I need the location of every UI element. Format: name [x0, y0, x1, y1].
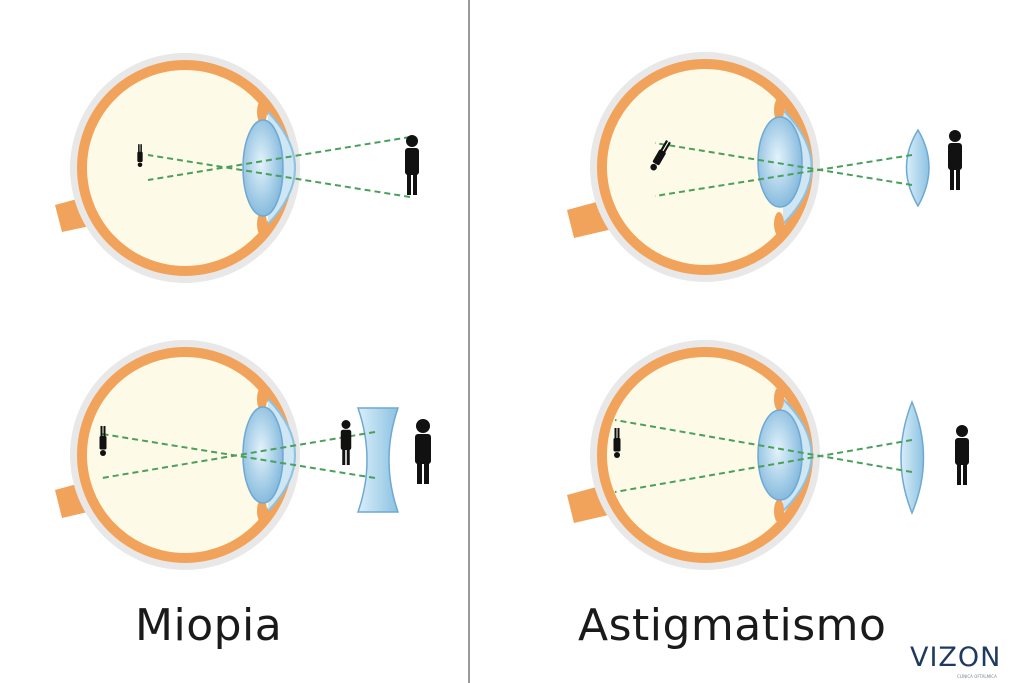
light-ray	[147, 136, 411, 181]
iris	[774, 212, 784, 236]
crystalline-lens	[242, 119, 284, 217]
eyeball-interior	[87, 70, 283, 266]
crystalline-lens	[757, 116, 803, 208]
iris	[257, 100, 267, 124]
virtual-image-person-icon	[340, 420, 352, 465]
crystalline-lens	[242, 406, 284, 504]
iris	[257, 212, 267, 236]
panel-divider	[468, 0, 470, 683]
caption-myopia: Miopia	[135, 600, 283, 651]
iris	[774, 387, 784, 411]
iris	[257, 387, 267, 411]
light-ray	[654, 154, 913, 197]
caption-astigmatism: Astigmatismo	[578, 600, 887, 651]
light-ray	[101, 433, 376, 479]
eye-myopia-uncorrected	[55, 53, 419, 283]
light-ray	[614, 419, 913, 473]
eye-astigmatism-uncorrected	[567, 52, 962, 282]
eyeball-interior	[87, 357, 283, 553]
retina-image-person-icon	[137, 144, 143, 167]
distorted-retina-image-person-icon	[650, 140, 671, 171]
brand-logo-subtext: CLÍNICA OFTÁLMICA	[957, 674, 997, 679]
light-ray	[101, 431, 376, 479]
light-ray	[614, 439, 913, 493]
object-person-icon	[948, 130, 962, 190]
iris	[774, 499, 784, 523]
irregular-corrective-lens	[905, 128, 930, 208]
crystalline-lens	[757, 409, 803, 501]
iris	[257, 499, 267, 523]
object-person-icon	[405, 135, 419, 195]
object-person-icon	[415, 419, 431, 484]
eye-myopia-corrected	[55, 340, 431, 570]
iris	[774, 98, 784, 122]
retina-image-person-icon	[99, 426, 107, 456]
light-ray	[654, 142, 913, 186]
concave-corrective-lens	[356, 407, 400, 513]
irregular-corrective-lens	[900, 399, 925, 515]
eye-astigmatism-corrected	[567, 340, 969, 570]
retina-image-person-icon	[613, 428, 621, 458]
eyeball-interior	[607, 69, 803, 265]
eyeball-interior	[607, 357, 803, 553]
object-person-icon	[955, 425, 969, 485]
brand-logo: VIZON	[910, 642, 1002, 673]
light-ray	[147, 154, 411, 198]
